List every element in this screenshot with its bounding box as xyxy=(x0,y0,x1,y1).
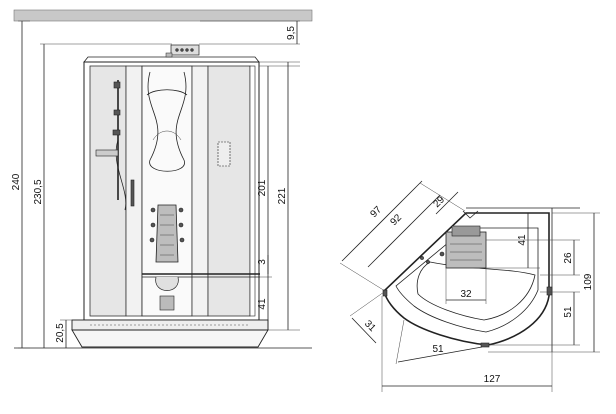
dim-240: 240 xyxy=(11,173,22,190)
dim-29: 29 xyxy=(431,194,447,210)
dim-32: 32 xyxy=(460,289,472,300)
inner-tray xyxy=(395,227,539,333)
dim-51-bottom: 51 xyxy=(432,344,444,355)
dim-221: 221 xyxy=(277,187,288,204)
dim-31: 31 xyxy=(362,318,378,334)
dim-26: 26 xyxy=(563,252,574,264)
backrest xyxy=(155,204,179,263)
cabin-outline xyxy=(383,212,550,346)
right-glass-panel xyxy=(207,65,251,317)
corner-seat xyxy=(445,231,487,269)
dim-230-5: 230,5 xyxy=(33,179,44,204)
basin xyxy=(416,261,536,321)
front-elevation: 240 230,5 9,5 201 221 3 41 20,5 xyxy=(11,9,313,349)
dim-92: 92 xyxy=(388,212,404,228)
right-control-box xyxy=(217,141,231,167)
dim-20-5: 20,5 xyxy=(55,323,66,343)
right-door xyxy=(191,65,209,317)
dim-97: 97 xyxy=(368,204,384,220)
dim-3: 3 xyxy=(257,259,268,265)
top-control-panel xyxy=(170,44,200,56)
left-shelf xyxy=(95,149,119,157)
dim-41: 41 xyxy=(257,298,268,310)
left-glass-panel xyxy=(89,65,127,317)
dim-51-right: 51 xyxy=(563,306,574,318)
plan-view: 97 92 29 41 26 32 109 51 31 xyxy=(339,180,600,392)
dim-201: 201 xyxy=(257,179,268,196)
dim-127: 127 xyxy=(484,374,501,385)
dim-9-5: 9,5 xyxy=(286,26,297,40)
roof xyxy=(83,56,260,63)
dim-109: 109 xyxy=(583,273,594,290)
ceiling-band xyxy=(13,9,313,22)
